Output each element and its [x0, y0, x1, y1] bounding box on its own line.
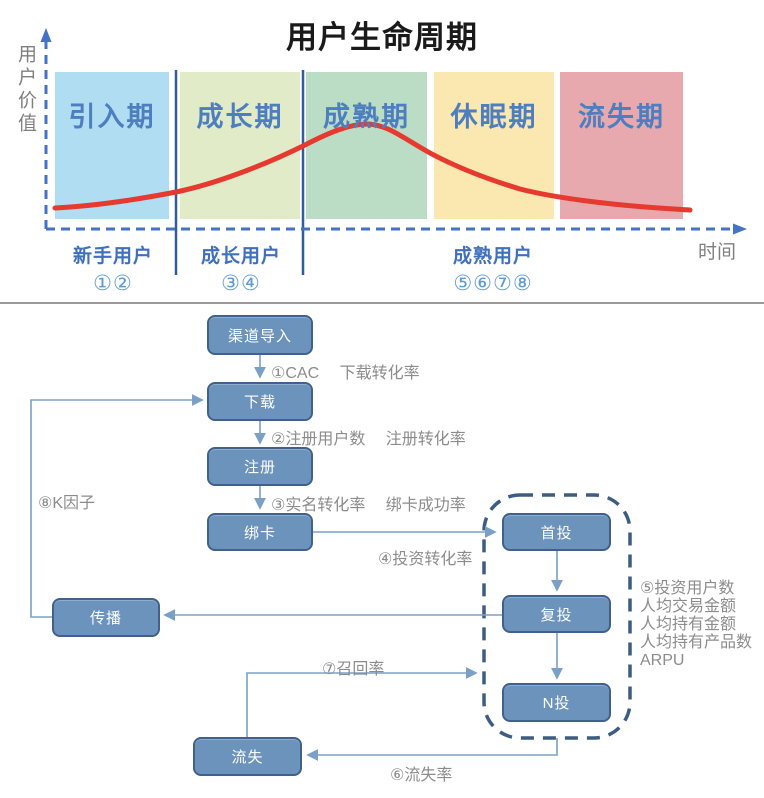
node-churn: 流失: [193, 737, 302, 776]
metric-invest-stats: ⑤投资用户数 人均交易金额 人均持有金额 人均持有产品数 ARPU: [640, 580, 752, 670]
segment-mature-users: 成熟用户 ⑤⑥⑦⑧: [400, 241, 586, 296]
arrow-spread-download: [30, 394, 204, 618]
phase-label-growth: 成长期: [196, 102, 284, 132]
invest-group-outline: [482, 493, 632, 740]
y-axis-label: 用户价值: [15, 44, 36, 136]
metric-bindcard: ③实名转化率 绑卡成功率: [271, 497, 466, 514]
funnel-flowchart: 渠道导入 下载 注册 绑卡 首投 复投 N投 传播 流失 ①CAC 下载转化率 …: [0, 305, 764, 798]
arrow-ninvest-churn: [306, 738, 558, 761]
phase-label-dormant: 休眠期: [450, 102, 538, 132]
node-repeat-invest: 复投: [502, 595, 611, 633]
phase-label-mature: 成熟期: [323, 102, 410, 132]
metric-avg-transaction: 人均交易金额: [640, 598, 737, 615]
section-divider: [0, 302, 764, 304]
metric-avg-holding: 人均持有金额: [640, 616, 737, 633]
lifecycle-chart: 用户生命周期 用户价值 时间 引入期 成长期 成熟期 休眠期 流失期 新手用户 …: [0, 0, 764, 303]
node-n-invest: N投: [502, 683, 611, 722]
metric-k-factor: ⑧K因子: [38, 495, 96, 512]
node-register: 注册: [207, 447, 313, 486]
segment-numbers: ①②: [93, 272, 133, 295]
y-axis-arrow: [40, 28, 52, 42]
node-channel: 渠道导入: [207, 315, 313, 355]
page-title: 用户生命周期: [286, 20, 478, 55]
metric-invest-rate: ④投资转化率: [378, 551, 473, 568]
lifecycle-canvas: [40, 28, 747, 275]
node-download: 下载: [207, 382, 313, 421]
band-growth: [180, 72, 300, 219]
segment-label: 新手用户: [72, 246, 153, 267]
arrow-churn-recall: [246, 667, 478, 737]
x-axis-arrow: [733, 223, 747, 235]
node-bind-card: 绑卡: [207, 513, 313, 551]
metric-churn-rate: ⑥流失率: [390, 767, 453, 784]
lifecycle-curve: [52, 121, 693, 213]
metric-register: ②注册用户数 注册转化率: [271, 431, 466, 448]
band-churn: [560, 72, 683, 219]
segment-numbers: ③④: [221, 272, 261, 295]
metric-avg-products: 人均持有产品数: [640, 634, 753, 651]
segment-label: 成熟用户: [452, 246, 533, 267]
segment-growth-users: 成长用户 ③④: [180, 241, 302, 296]
metric-invest-users: ⑤投资用户数: [640, 580, 735, 597]
segment-label: 成长用户: [200, 246, 281, 267]
metric-recall-rate: ⑦召回率: [322, 661, 385, 678]
band-mature: [306, 72, 427, 219]
phase-label-intro: 引入期: [68, 102, 156, 132]
node-spread: 传播: [52, 598, 160, 637]
metric-cac-download: ①CAC 下载转化率: [271, 365, 420, 382]
flow-canvas: [30, 355, 632, 761]
x-axis-label: 时间: [698, 242, 737, 263]
segment-new-users: 新手用户 ①②: [53, 241, 173, 296]
phase-label-churn: 流失期: [578, 102, 665, 132]
segment-numbers: ⑤⑥⑦⑧: [453, 272, 533, 295]
metric-arpu: ARPU: [640, 652, 685, 669]
node-first-invest: 首投: [502, 513, 611, 551]
